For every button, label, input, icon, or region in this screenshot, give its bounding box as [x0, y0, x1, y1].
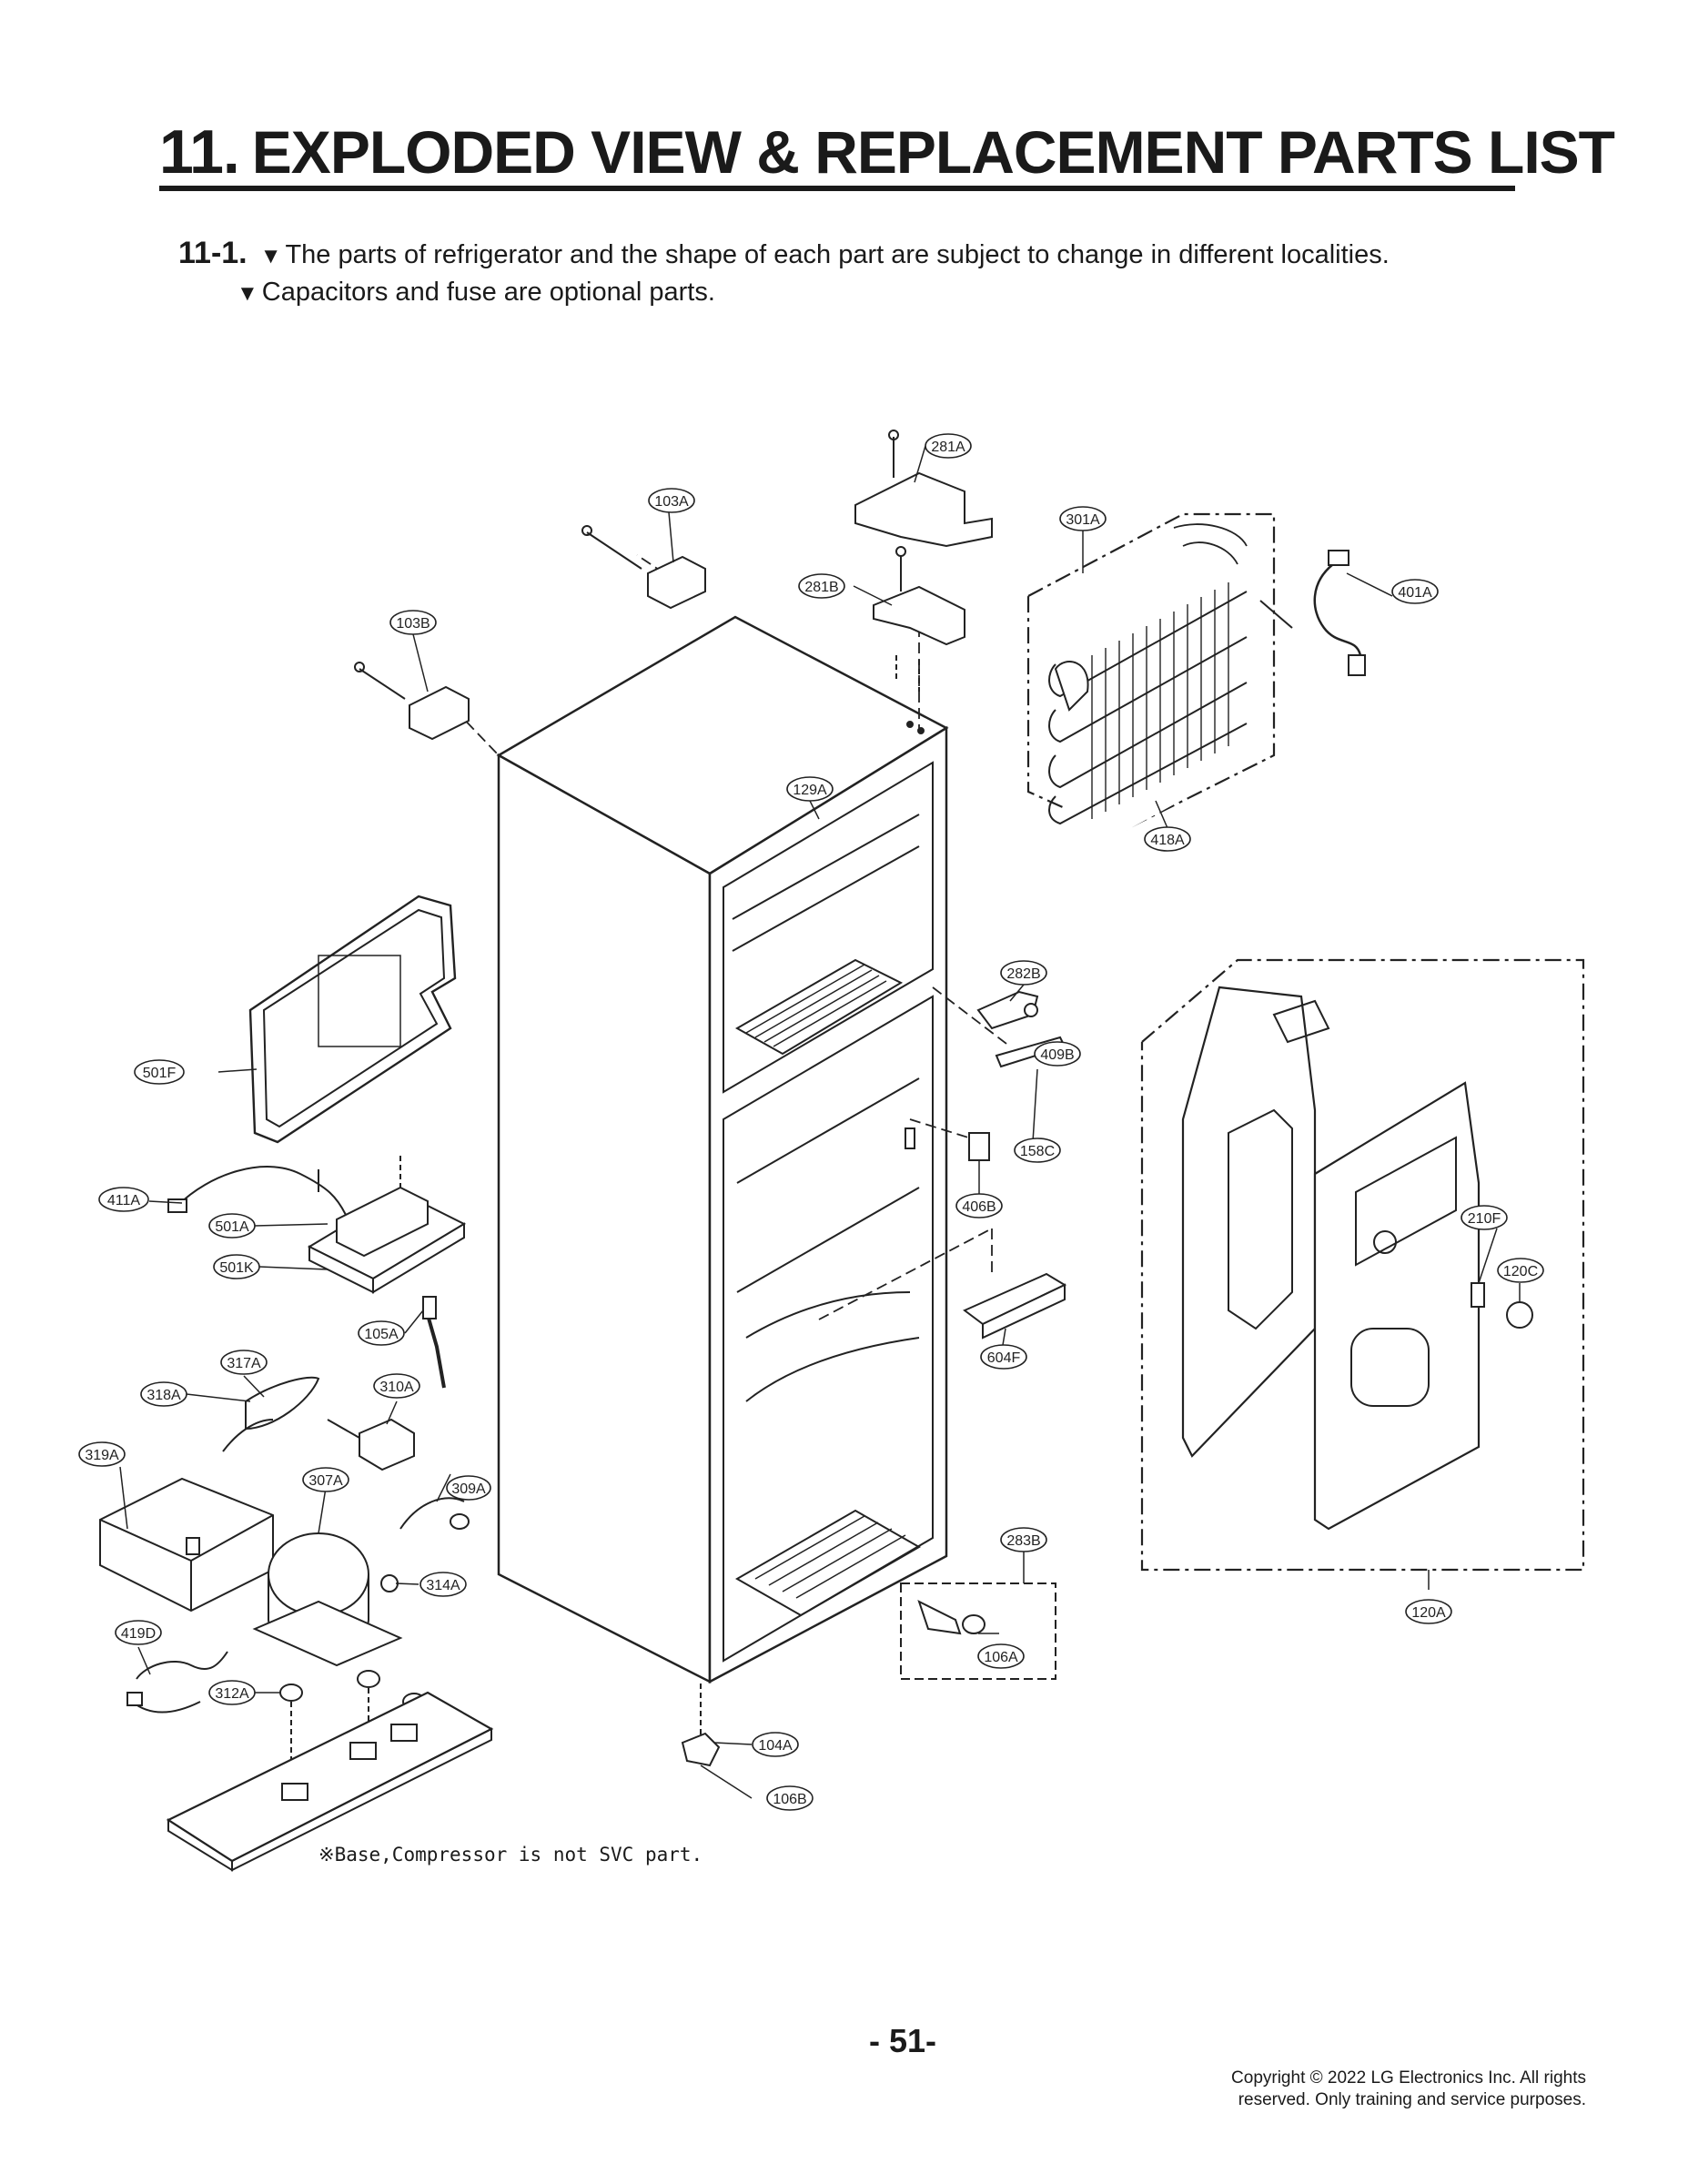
callout-106A: 106A	[984, 1650, 1018, 1665]
section-title: EXPLODED VIEW & REPLACEMENT PARTS LIST	[251, 118, 1615, 186]
callout-281B: 281B	[804, 580, 838, 595]
callout-317A: 317A	[227, 1356, 261, 1371]
callout-409B: 409B	[1040, 1047, 1074, 1063]
callout-283B: 283B	[1006, 1533, 1040, 1549]
pcb-assembly	[167, 1156, 467, 1294]
copyright-line-1: Copyright © 2022 LG Electronics Inc. All…	[1231, 2068, 1586, 2088]
hinge-parts	[354, 430, 993, 741]
copyright-line-2: reserved. Only training and service purp…	[1238, 2090, 1586, 2109]
page-number: - 51-	[869, 2022, 937, 2059]
subsection-note-line-2: ▼Capacitors and fuse are optional parts.	[237, 278, 715, 308]
evaporator-assembly	[1026, 512, 1366, 864]
callout-501A: 501A	[215, 1219, 249, 1235]
duct-assembly	[1140, 958, 1585, 1572]
callout-310A: 310A	[379, 1380, 414, 1395]
lower-hinge-parts	[681, 1582, 1056, 1767]
callout-501K: 501K	[219, 1260, 254, 1276]
subsection-note-1: The parts of refrigerator and the shape …	[285, 240, 1390, 269]
callout-406B: 406B	[962, 1199, 996, 1215]
callout-401A: 401A	[1398, 585, 1432, 601]
title-underline	[159, 186, 1515, 191]
callout-labels	[119, 445, 1521, 1799]
callout-309A: 309A	[451, 1481, 486, 1497]
callout-106B: 106B	[773, 1792, 806, 1807]
subsection-note-2: Capacitors and fuse are optional parts.	[261, 278, 715, 307]
callout-312A: 312A	[215, 1686, 249, 1702]
service-note: ※Base,Compressor is not SVC part.	[318, 1844, 703, 1866]
callout-158C: 158C	[1020, 1144, 1055, 1159]
callout-301A: 301A	[1066, 512, 1100, 528]
callout-105A: 105A	[364, 1327, 399, 1342]
callout-texts: 281A 103A 301A 281B 401A 103B 129A 418A …	[85, 440, 1538, 1807]
callout-103A: 103A	[654, 494, 689, 510]
triangle-bullet-icon: ▼	[259, 244, 282, 268]
section-number: 11.	[159, 117, 240, 187]
callout-314A: 314A	[426, 1578, 460, 1593]
callout-411A: 411A	[107, 1193, 141, 1208]
callout-103B: 103B	[396, 616, 430, 632]
machine-room-parts	[99, 1296, 494, 1872]
callout-210F: 210F	[1468, 1211, 1501, 1227]
callout-604F: 604F	[987, 1350, 1021, 1366]
triangle-bullet-icon: ▼	[237, 281, 258, 306]
callout-501F: 501F	[143, 1066, 177, 1081]
callout-307A: 307A	[308, 1473, 343, 1489]
callout-319A: 319A	[85, 1448, 119, 1463]
subsection-number: 11-1.	[178, 236, 248, 270]
pcb-cover	[248, 895, 457, 1144]
copyright-notice: Copyright © 2022 LG Electronics Inc. All…	[1040, 2068, 1586, 2111]
callout-418A: 418A	[1150, 833, 1185, 848]
callout-120A: 120A	[1411, 1605, 1446, 1621]
callout-bubbles	[78, 433, 1544, 1811]
callout-419D: 419D	[121, 1626, 156, 1642]
page-title: 11.EXPLODED VIEW & REPLACEMENT PARTS LIS…	[159, 116, 1615, 187]
callout-281A: 281A	[931, 440, 965, 455]
damper-parts	[963, 990, 1067, 1340]
refrigerator-cabinet	[496, 615, 949, 1684]
callout-104A: 104A	[758, 1738, 793, 1754]
callout-282B: 282B	[1006, 966, 1040, 982]
subsection-line: 11-1. ▼The parts of refrigerator and the…	[178, 236, 1390, 271]
callout-120C: 120C	[1503, 1264, 1538, 1279]
callout-129A: 129A	[793, 783, 827, 798]
callout-318A: 318A	[147, 1388, 181, 1403]
